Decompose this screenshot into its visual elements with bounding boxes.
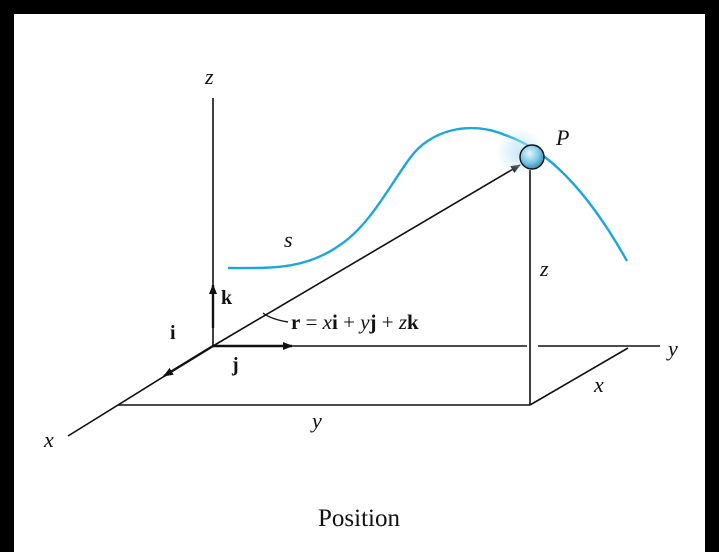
eq-i: i bbox=[332, 310, 338, 334]
z-axis-label: z bbox=[204, 64, 214, 89]
particle-path-curve bbox=[227, 126, 629, 270]
dimension-z-label: z bbox=[539, 256, 549, 281]
eq-z: z bbox=[398, 310, 407, 334]
eq-y: y bbox=[358, 310, 370, 334]
figure-panel bbox=[14, 14, 705, 552]
point-p-label: P bbox=[555, 125, 569, 150]
r-label-leader bbox=[262, 312, 289, 323]
eq-equals: = bbox=[300, 310, 322, 334]
eq-j: j bbox=[369, 310, 377, 334]
eq-plus-2: + bbox=[377, 310, 399, 334]
y-axis-label: y bbox=[666, 336, 678, 361]
position-vector-r bbox=[212, 164, 521, 347]
unit-vector-j-label: j bbox=[231, 354, 239, 376]
eq-plus-1: + bbox=[338, 310, 360, 334]
unit-vector-k-label: k bbox=[221, 287, 233, 309]
ground-line-x bbox=[529, 347, 629, 406]
unit-vector-i-label: i bbox=[170, 322, 176, 344]
x-axis-label: x bbox=[43, 427, 54, 452]
particle-p bbox=[519, 144, 545, 170]
eq-x: x bbox=[322, 310, 333, 334]
dimension-y-label: y bbox=[310, 408, 322, 433]
position-vector-equation: r = xi + yj + zk bbox=[291, 310, 419, 334]
path-s-label: s bbox=[284, 227, 293, 252]
unit-vector-i-arrow bbox=[163, 344, 214, 378]
eq-k: k bbox=[407, 310, 419, 334]
eq-r: r bbox=[291, 310, 300, 334]
figure-caption: Position bbox=[318, 505, 400, 532]
dimension-x-label: x bbox=[593, 372, 604, 397]
